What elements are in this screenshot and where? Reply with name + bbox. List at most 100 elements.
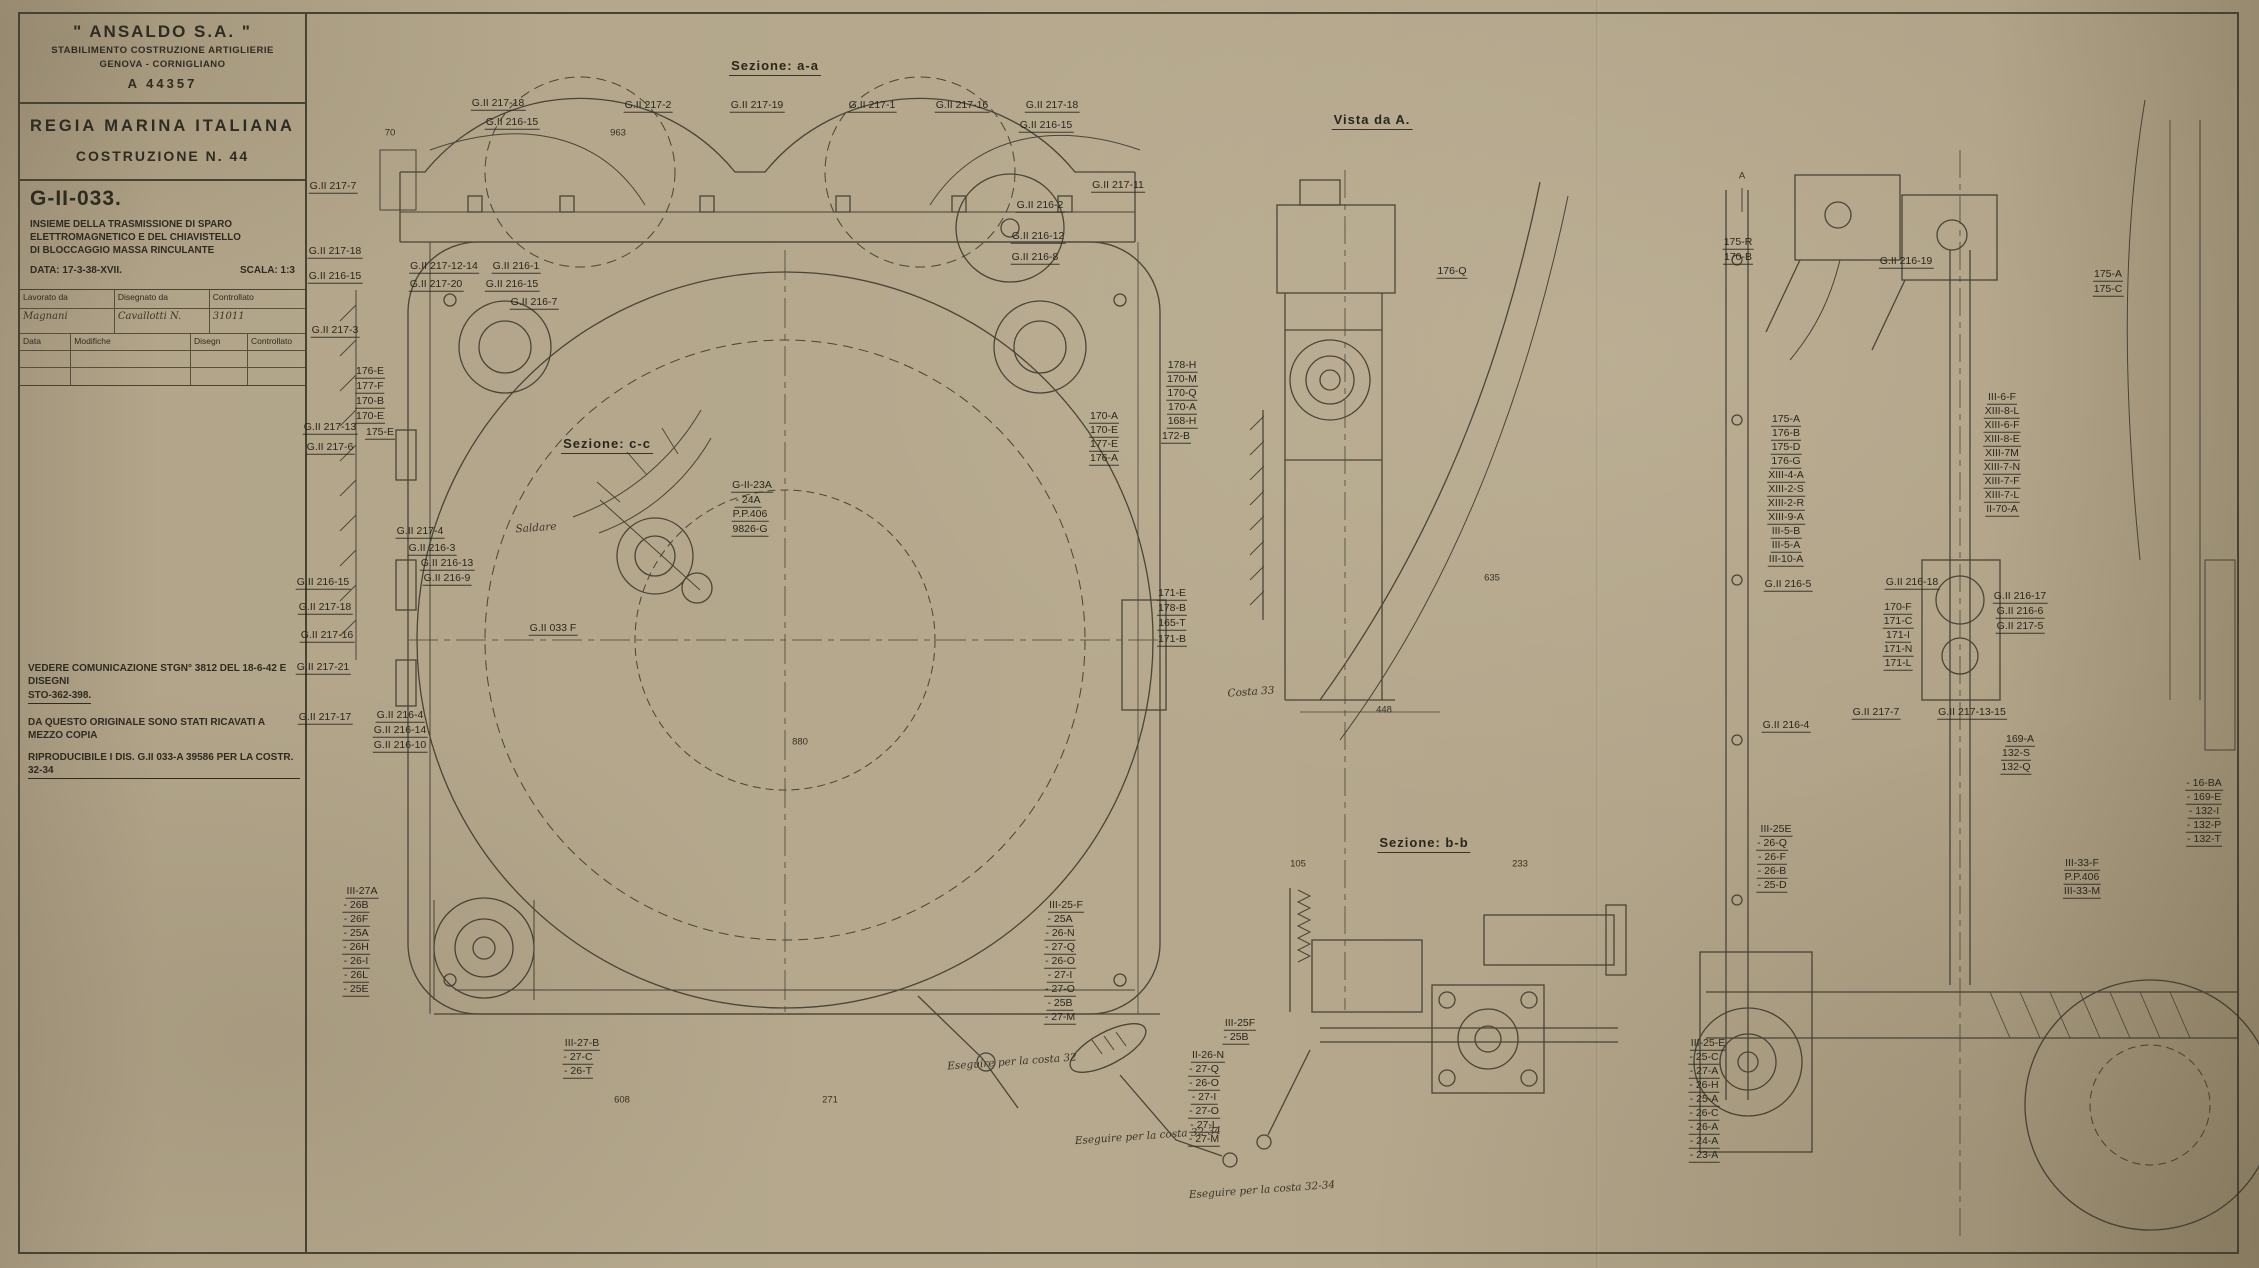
table-header-row-2: Data Modifiche Disegn Controllato (20, 334, 305, 351)
part-label: G.II 216-9 (422, 571, 472, 586)
part-label: 175-D (1770, 440, 1802, 455)
table-empty-row (20, 351, 305, 368)
part-label: 165-T (1157, 616, 1187, 631)
part-label: - 26B (342, 898, 370, 913)
part-label: - 26F (342, 912, 370, 927)
part-label: - 26-C (1688, 1106, 1720, 1121)
part-label: - 26-O (1188, 1076, 1220, 1091)
part-label: 170-E (354, 409, 386, 424)
part-label: 176-B (1770, 426, 1802, 441)
dimension-label: 271 (822, 1094, 838, 1106)
part-label: G.II 216-4 (375, 708, 425, 723)
part-label: - 25A (1046, 912, 1074, 927)
part-label: - 27-L (1189, 1118, 1219, 1133)
company-subtitle-1: STABILIMENTO COSTRUZIONE ARTIGLIERIE (51, 45, 274, 56)
part-label: - 26-H (1688, 1078, 1720, 1093)
part-label: - 25-C (1688, 1050, 1720, 1065)
part-label: XIII-7M (1984, 446, 2020, 461)
part-label: G.II 216-15 (295, 575, 351, 590)
part-label: G.II 216-1 (491, 259, 541, 274)
date-label: DATA: 17-3-38-XVII. (30, 264, 122, 276)
part-label: - 27-Q (1188, 1062, 1220, 1077)
scale-label: SCALA: 1:3 (239, 264, 295, 276)
part-label: 175-A (2092, 267, 2124, 282)
part-label: G.II 217-6 (305, 440, 355, 455)
part-label: XIII-8-E (1983, 432, 2021, 447)
part-label: - 132-I (2187, 804, 2221, 819)
part-label: 175-C (2092, 282, 2124, 297)
part-label: XIII-4-A (1767, 468, 1805, 483)
part-label: G.II 217-3 (310, 323, 360, 338)
part-label: 132-Q (2000, 760, 2032, 775)
part-label: P.P.406 (2063, 870, 2101, 885)
part-label: II-70-A (1985, 502, 2019, 517)
part-label: 178-B (1156, 601, 1188, 616)
part-label: 171-B (1156, 632, 1188, 647)
table-header-cell: Lavorato da (20, 290, 115, 308)
part-label: G.II 217-20 (408, 277, 464, 292)
table-cell-empty (20, 368, 72, 385)
part-label: - 25B (1046, 996, 1074, 1011)
dimension-label: 70 (384, 127, 396, 139)
part-label: III-33-F (2064, 856, 2100, 871)
part-label: XIII-2-S (1767, 482, 1805, 497)
part-label: G.II 033 F (528, 621, 578, 636)
part-label: 176-A (1088, 451, 1120, 466)
part-label: - 27-I (1046, 968, 1074, 983)
part-label: 171-E (1156, 586, 1188, 601)
description-line-2: ELETTROMAGNETICO E DEL CHIAVISTELLO (30, 232, 241, 244)
part-label: 175-R (1722, 235, 1754, 250)
view-title: Sezione: a-a (729, 58, 821, 76)
part-label: 170-A (1088, 409, 1120, 424)
table-cell-empty (191, 351, 248, 367)
dimension-label: 105 (1290, 858, 1306, 870)
part-label: G.II 216-17 (1992, 589, 2048, 604)
part-label: G.II 217-18 (297, 600, 353, 615)
part-label: - 25A (342, 926, 370, 941)
view-title: Vista da A. (1331, 112, 1413, 130)
view-sezione-aa (339, 76, 1238, 1168)
part-label: XIII-7-F (1983, 474, 2021, 489)
part-label: 132-S (2000, 746, 2032, 761)
table-cell-empty (20, 351, 72, 367)
drawing-code: G-II-033. (30, 187, 122, 210)
part-label: - 26H (342, 940, 370, 955)
title-block-code-section: G-II-033. INSIEME DELLA TRASMISSIONE DI … (20, 181, 305, 289)
part-label: III-27A (345, 884, 379, 899)
part-label: G.II 217-12-14 (409, 259, 479, 274)
part-label: G.II 216-10 (372, 738, 428, 753)
part-label: G.II 216-7 (509, 295, 559, 310)
part-label: III-25F (1223, 1016, 1257, 1031)
part-label: XIII-9-A (1767, 510, 1805, 525)
part-label: - 23-A (1688, 1148, 1720, 1163)
part-label: III-6-F (1987, 390, 2017, 405)
dimension-label: 635 (1484, 572, 1500, 584)
part-label: G.II 217-17 (297, 710, 353, 725)
drawing-border-frame (18, 12, 2239, 1254)
part-label: 170-F (1883, 600, 1913, 615)
part-label: - 27-M (1187, 1132, 1221, 1147)
part-label: XIII-2-R (1766, 496, 1806, 511)
part-label: G.II 217-2 (623, 98, 673, 113)
part-label: 177-F (355, 379, 385, 394)
description-line-1: INSIEME DELLA TRASMISSIONE DI SPARO (30, 219, 232, 230)
part-label: 9826-G (731, 522, 769, 537)
part-label: III-25-F (1048, 898, 1084, 913)
part-label: G.II 217-18 (470, 96, 526, 111)
table-cell-empty (248, 368, 305, 385)
part-label: G.II 216-15 (1018, 118, 1074, 133)
part-label: 172-B (1160, 429, 1192, 444)
date-scale-row: DATA: 17-3-38-XVII. SCALA: 1:3 (30, 265, 295, 276)
part-label: G.II 217-16 (934, 98, 990, 113)
part-label: G.II 217-7 (308, 179, 358, 194)
dimension-label: 963 (610, 127, 626, 139)
table-signature-row: Magnani Cavallotti N. 31011 (20, 309, 305, 334)
part-label: - 27-M (1043, 1010, 1077, 1025)
part-label: G.II 216-15 (307, 269, 363, 284)
part-label: - 132-P (2185, 818, 2223, 833)
part-label: G.II 217-4 (395, 524, 445, 539)
part-label: P.P.406 (731, 507, 769, 522)
table-empty-row (20, 368, 305, 385)
table-cell-empty (71, 368, 191, 385)
